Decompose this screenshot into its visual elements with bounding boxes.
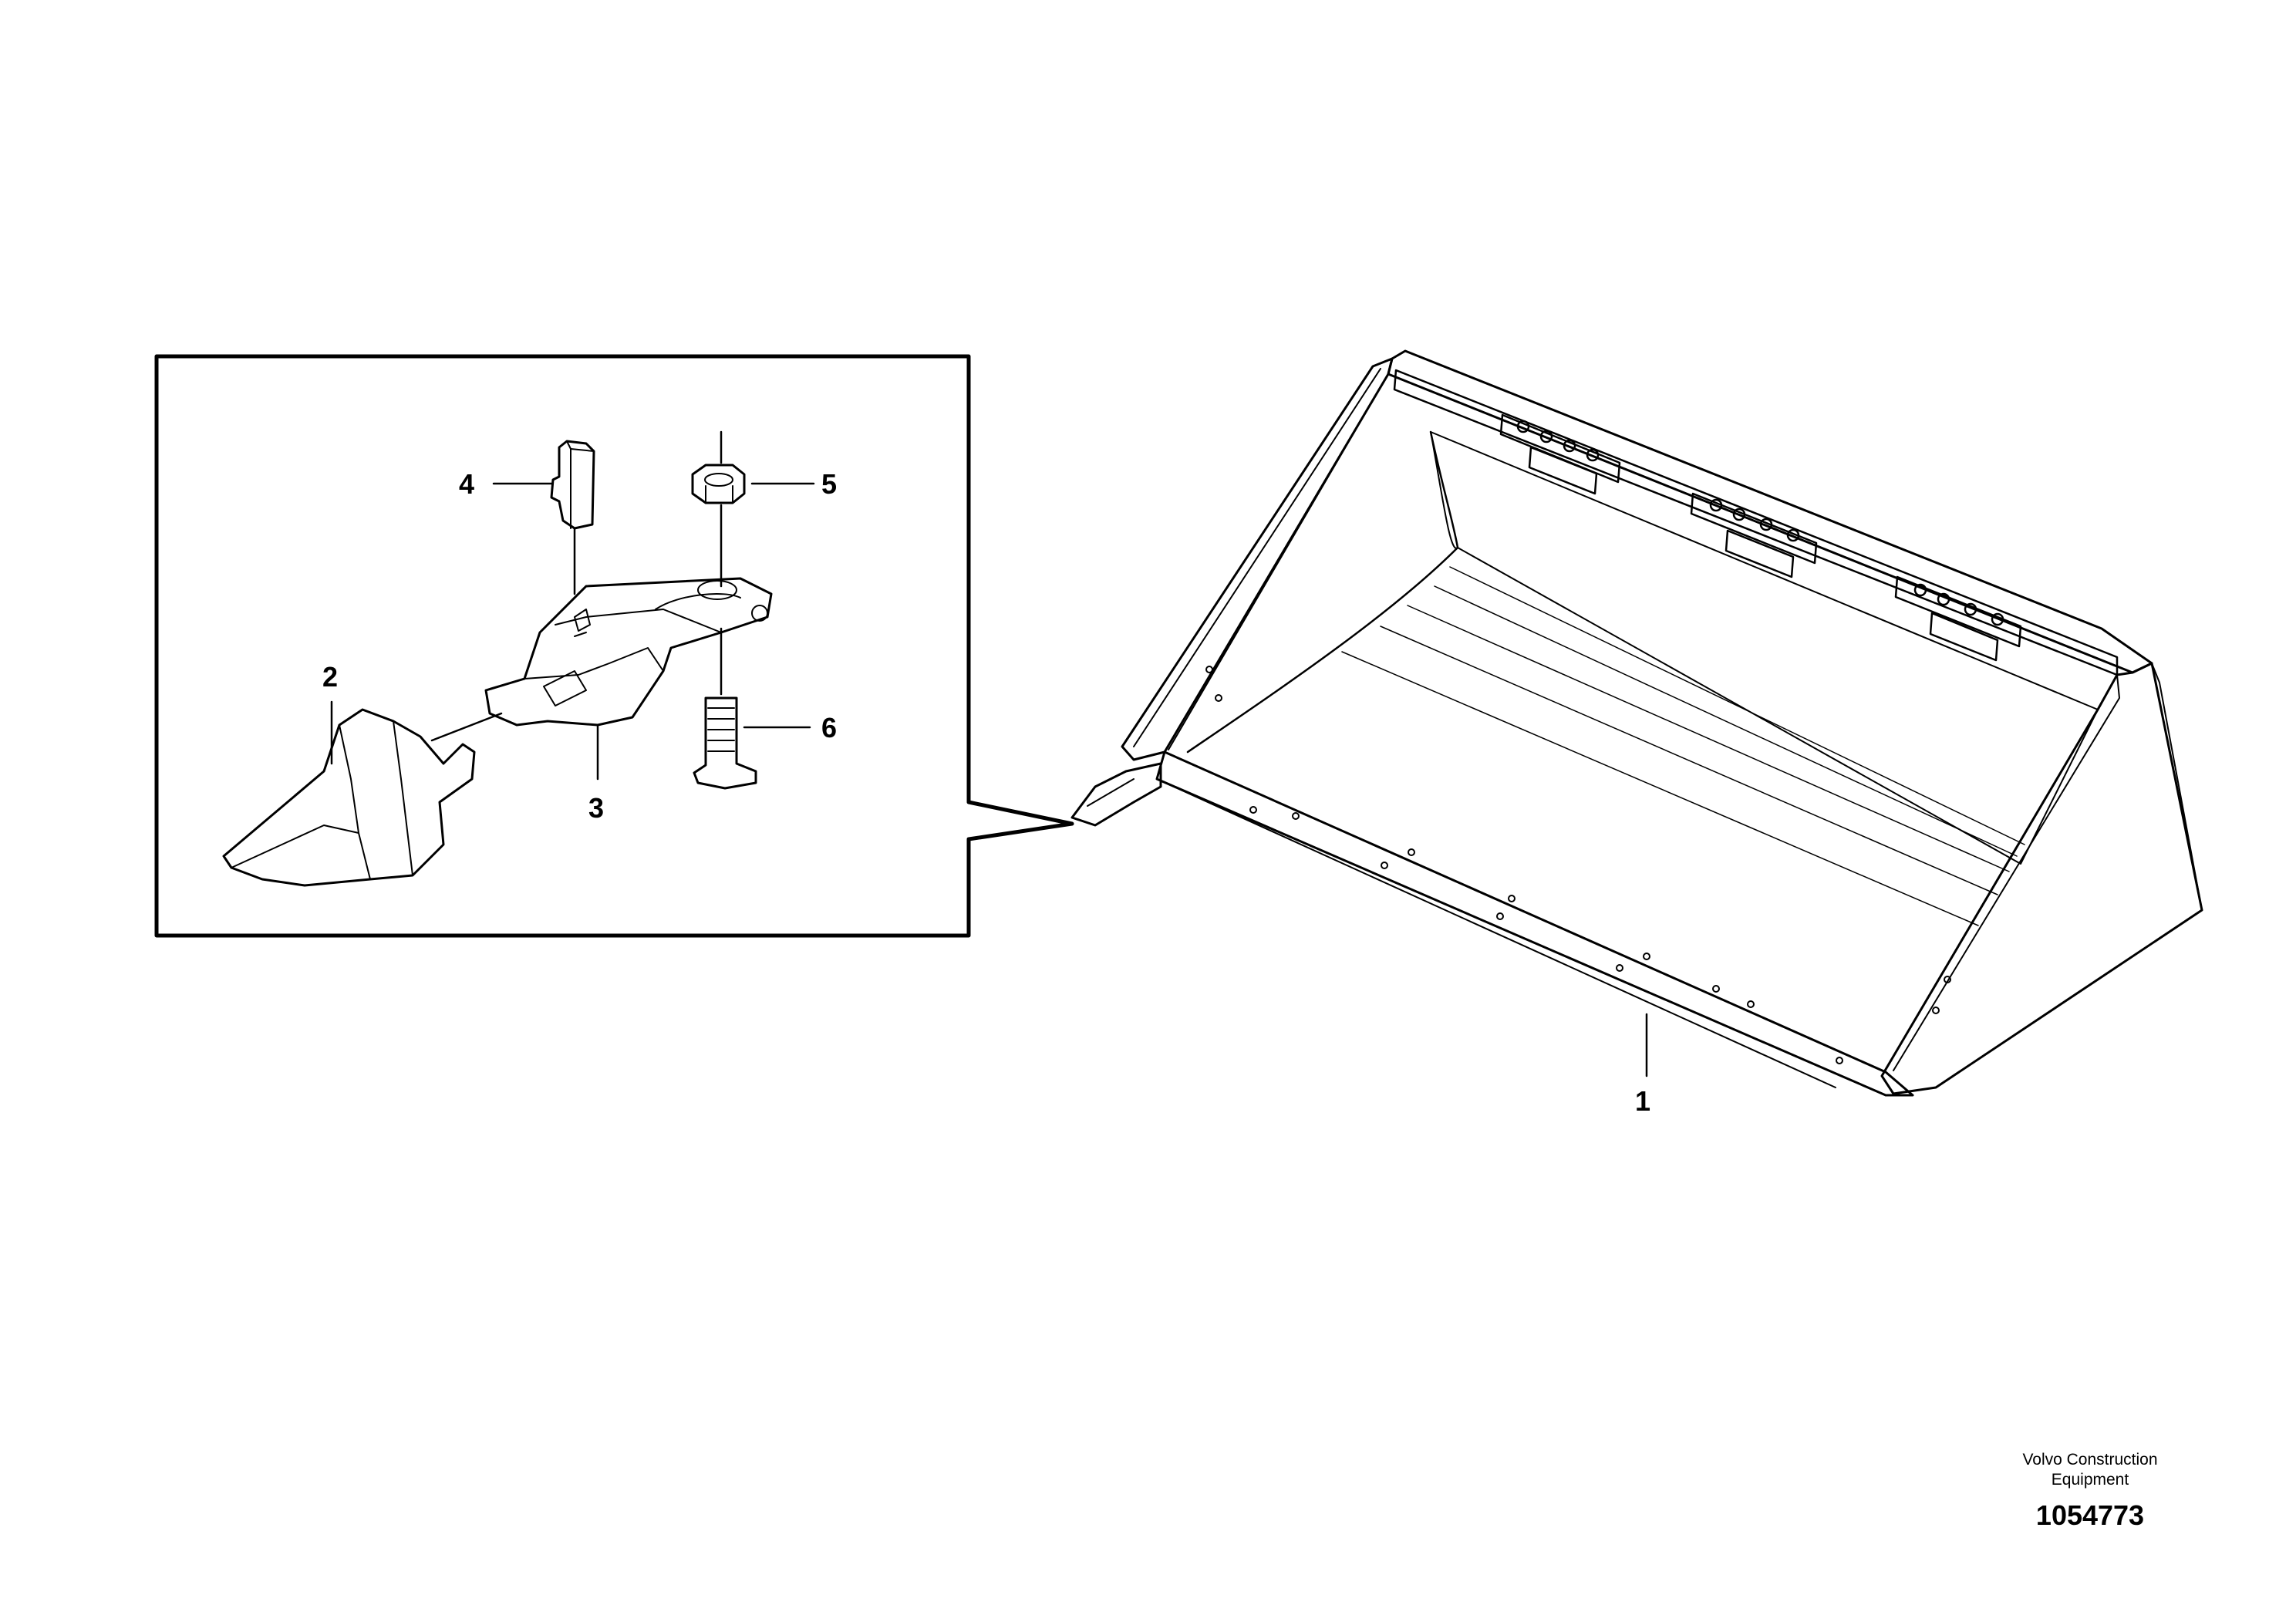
mounting-bracket-1 (1499, 413, 1621, 495)
detail-inset-frame (154, 354, 1074, 938)
cutting-edge-bolt-holes (1205, 666, 1951, 1064)
callout-6: 6 (821, 712, 837, 744)
part-tooth (222, 708, 476, 887)
bucket-back-wall (1387, 349, 2153, 674)
part-nut (691, 464, 746, 504)
callout-1: 1 (1635, 1085, 1650, 1117)
part-lock-pin (550, 440, 595, 530)
part-adapter (484, 577, 773, 727)
mounting-bracket-3 (1894, 575, 2022, 662)
callout-4: 4 (459, 468, 474, 500)
floor-ribs (1341, 566, 2025, 926)
bucket-corner-tooth (1070, 762, 1162, 827)
bucket-left-side (1121, 357, 1394, 761)
document-number: 1054773 (2035, 1499, 2145, 1531)
callout-3: 3 (588, 792, 604, 824)
bucket (1070, 349, 2203, 1097)
part-bolt (693, 696, 757, 790)
bucket-right-side (1880, 662, 2203, 1095)
leader-lines (330, 482, 1648, 1077)
callout-2: 2 (322, 661, 338, 693)
footer: Volvo Construction Equipment 1054773 (1974, 1450, 2206, 1532)
mounting-bracket-2 (1690, 492, 1818, 578)
bucket-cutting-edge (1155, 750, 1914, 1097)
manufacturer-line-2: Equipment (2051, 1471, 2129, 1489)
detail-inset (154, 354, 1074, 938)
callout-5: 5 (821, 468, 837, 500)
manufacturer-line-1: Volvo Construction (2022, 1451, 2158, 1469)
assembly-lines (430, 430, 723, 742)
